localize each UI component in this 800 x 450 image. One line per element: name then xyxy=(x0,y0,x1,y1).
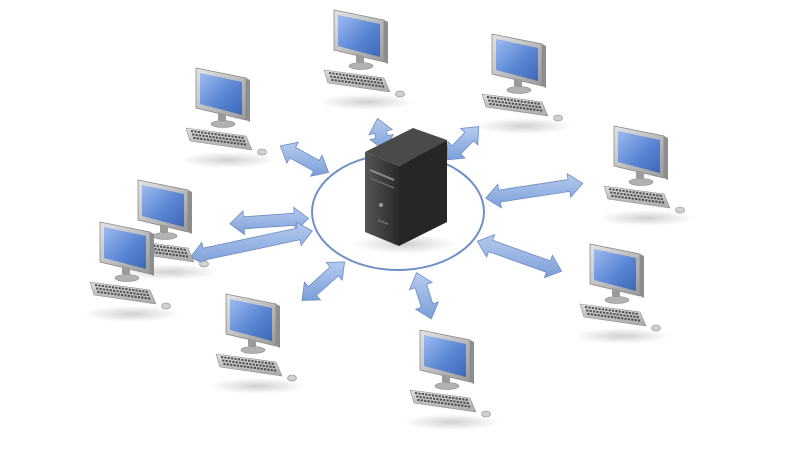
client-computer-icon xyxy=(84,221,180,322)
server-tower-icon xyxy=(353,128,457,254)
client-computer-icon xyxy=(574,243,670,344)
bidirectional-arrow xyxy=(229,206,310,236)
bidirectional-arrow xyxy=(476,234,563,279)
bidirectional-arrow xyxy=(189,221,313,267)
client-computer-icon xyxy=(318,9,414,110)
client-computer-icon xyxy=(210,293,306,394)
client-computer-icon xyxy=(476,33,572,134)
bidirectional-arrow xyxy=(301,261,346,301)
bidirectional-arrow xyxy=(408,272,440,320)
bidirectional-arrow xyxy=(446,126,480,161)
clients-layer xyxy=(84,9,694,430)
bidirectional-arrow xyxy=(279,141,330,177)
client-computer-icon xyxy=(122,179,218,280)
arrows-layer xyxy=(189,117,584,320)
client-computer-icon xyxy=(180,67,276,168)
client-computer-icon xyxy=(404,329,500,430)
bidirectional-arrow xyxy=(485,172,584,209)
client-computer-icon xyxy=(598,125,694,226)
